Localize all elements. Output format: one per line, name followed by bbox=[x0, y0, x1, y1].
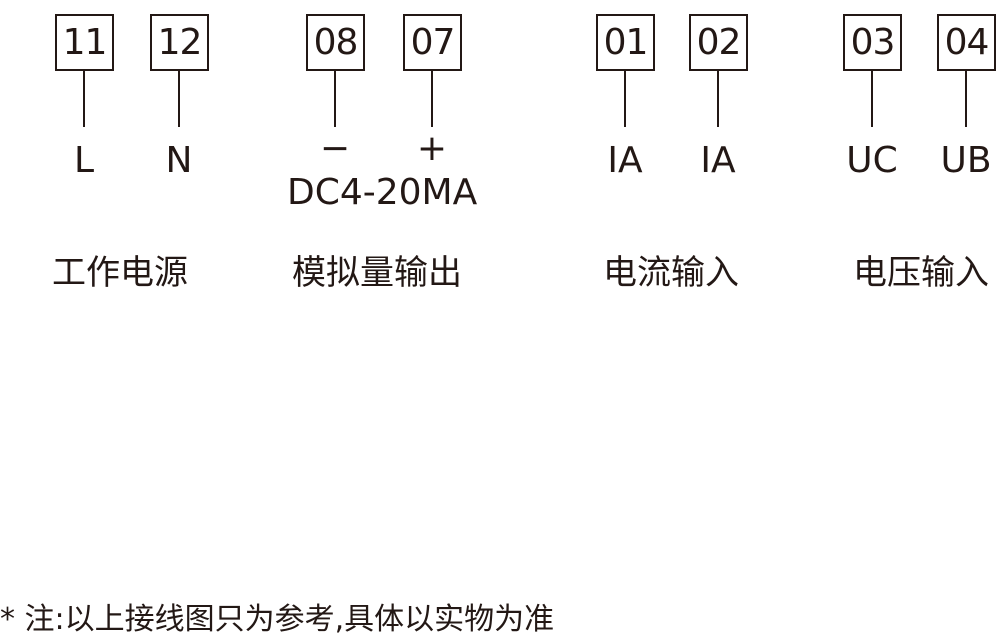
terminal-box-07: 07 bbox=[403, 14, 462, 71]
group-label-voltage-input: 电压输入 bbox=[853, 253, 989, 293]
terminal-wire-12 bbox=[178, 71, 180, 127]
disclaimer-note: * 注:以上接线图只为参考,具体以实物为准 bbox=[0, 602, 555, 637]
terminal-signal-03: UC bbox=[846, 140, 898, 181]
terminal-signal-04: UB bbox=[940, 140, 992, 181]
terminal-signal-12: N bbox=[165, 140, 193, 181]
terminal-wire-01 bbox=[624, 71, 626, 127]
terminal-box-02: 02 bbox=[689, 14, 748, 71]
terminal-signal-02: IA bbox=[700, 140, 736, 181]
terminal-box-11: 11 bbox=[55, 14, 114, 71]
terminal-signal-11: L bbox=[73, 140, 95, 181]
terminal-box-03: 03 bbox=[843, 14, 902, 71]
terminal-box-12: 12 bbox=[150, 14, 209, 71]
group-label-analog-output: 模拟量输出 bbox=[292, 253, 462, 293]
terminal-wire-04 bbox=[965, 71, 967, 127]
terminal-wire-03 bbox=[871, 71, 873, 127]
group-label-power-supply: 工作电源 bbox=[52, 253, 188, 293]
terminal-box-01: 01 bbox=[596, 14, 655, 71]
terminal-box-08: 08 bbox=[306, 14, 365, 71]
terminal-box-04: 04 bbox=[937, 14, 996, 71]
terminal-wire-02 bbox=[717, 71, 719, 127]
terminal-signal-01: IA bbox=[607, 140, 643, 181]
terminal-wire-08 bbox=[334, 71, 336, 127]
terminal-signal-07: + bbox=[416, 128, 448, 169]
terminal-wire-11 bbox=[83, 71, 85, 127]
terminal-signal-08: − bbox=[319, 128, 351, 169]
analog-output-range-label: DC4-20MA bbox=[287, 172, 478, 213]
group-label-current-input: 电流输入 bbox=[603, 253, 739, 293]
terminal-wire-07 bbox=[431, 71, 433, 127]
